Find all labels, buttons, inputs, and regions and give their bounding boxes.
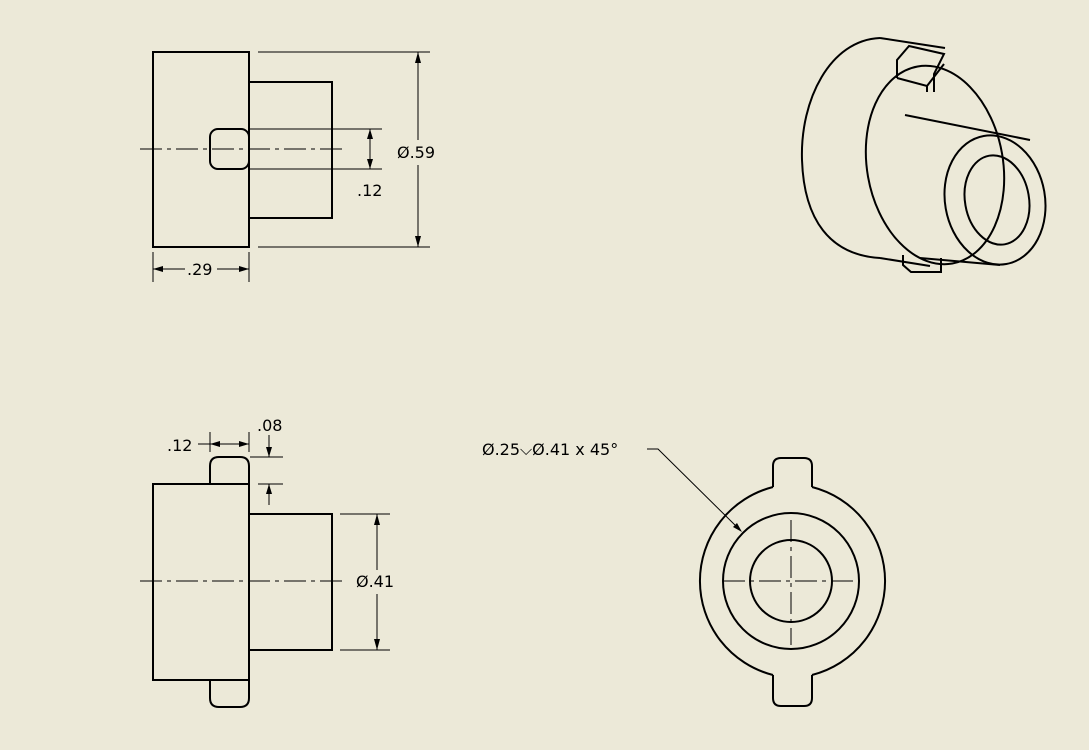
dim-tab-width-label: .12	[167, 436, 192, 455]
boss-face	[943, 134, 1047, 266]
tab-bottom	[209, 680, 250, 708]
bore	[963, 154, 1031, 246]
flange-body	[152, 483, 250, 681]
isometric-view	[800, 37, 1047, 273]
boss	[248, 81, 333, 219]
back-outline	[800, 37, 881, 259]
dim-length-label: .29	[187, 260, 212, 279]
dim-tab-height-label: .08	[257, 416, 282, 435]
tab-bottom	[772, 675, 813, 707]
key-bottom	[902, 255, 942, 273]
tab-top	[209, 456, 250, 484]
side-view-bottom: .12 .08 Ø.41	[140, 416, 394, 708]
tab-top	[772, 457, 813, 487]
dim-slot-label: .12	[357, 181, 382, 200]
dim-diameter-label: Ø.59	[397, 143, 435, 162]
key-top	[896, 44, 946, 92]
end-view: Ø.25⌵Ø.41 x 45°	[482, 440, 887, 707]
boss	[248, 513, 333, 651]
leader-line	[647, 448, 741, 531]
side-view-top: .12 Ø.59 .29	[140, 51, 435, 282]
flange-face	[864, 64, 1006, 266]
dim-diameter-label: Ø.41	[356, 572, 394, 591]
chamfer-callout: Ø.25⌵Ø.41 x 45°	[482, 440, 618, 459]
flange-outline	[698, 486, 887, 676]
